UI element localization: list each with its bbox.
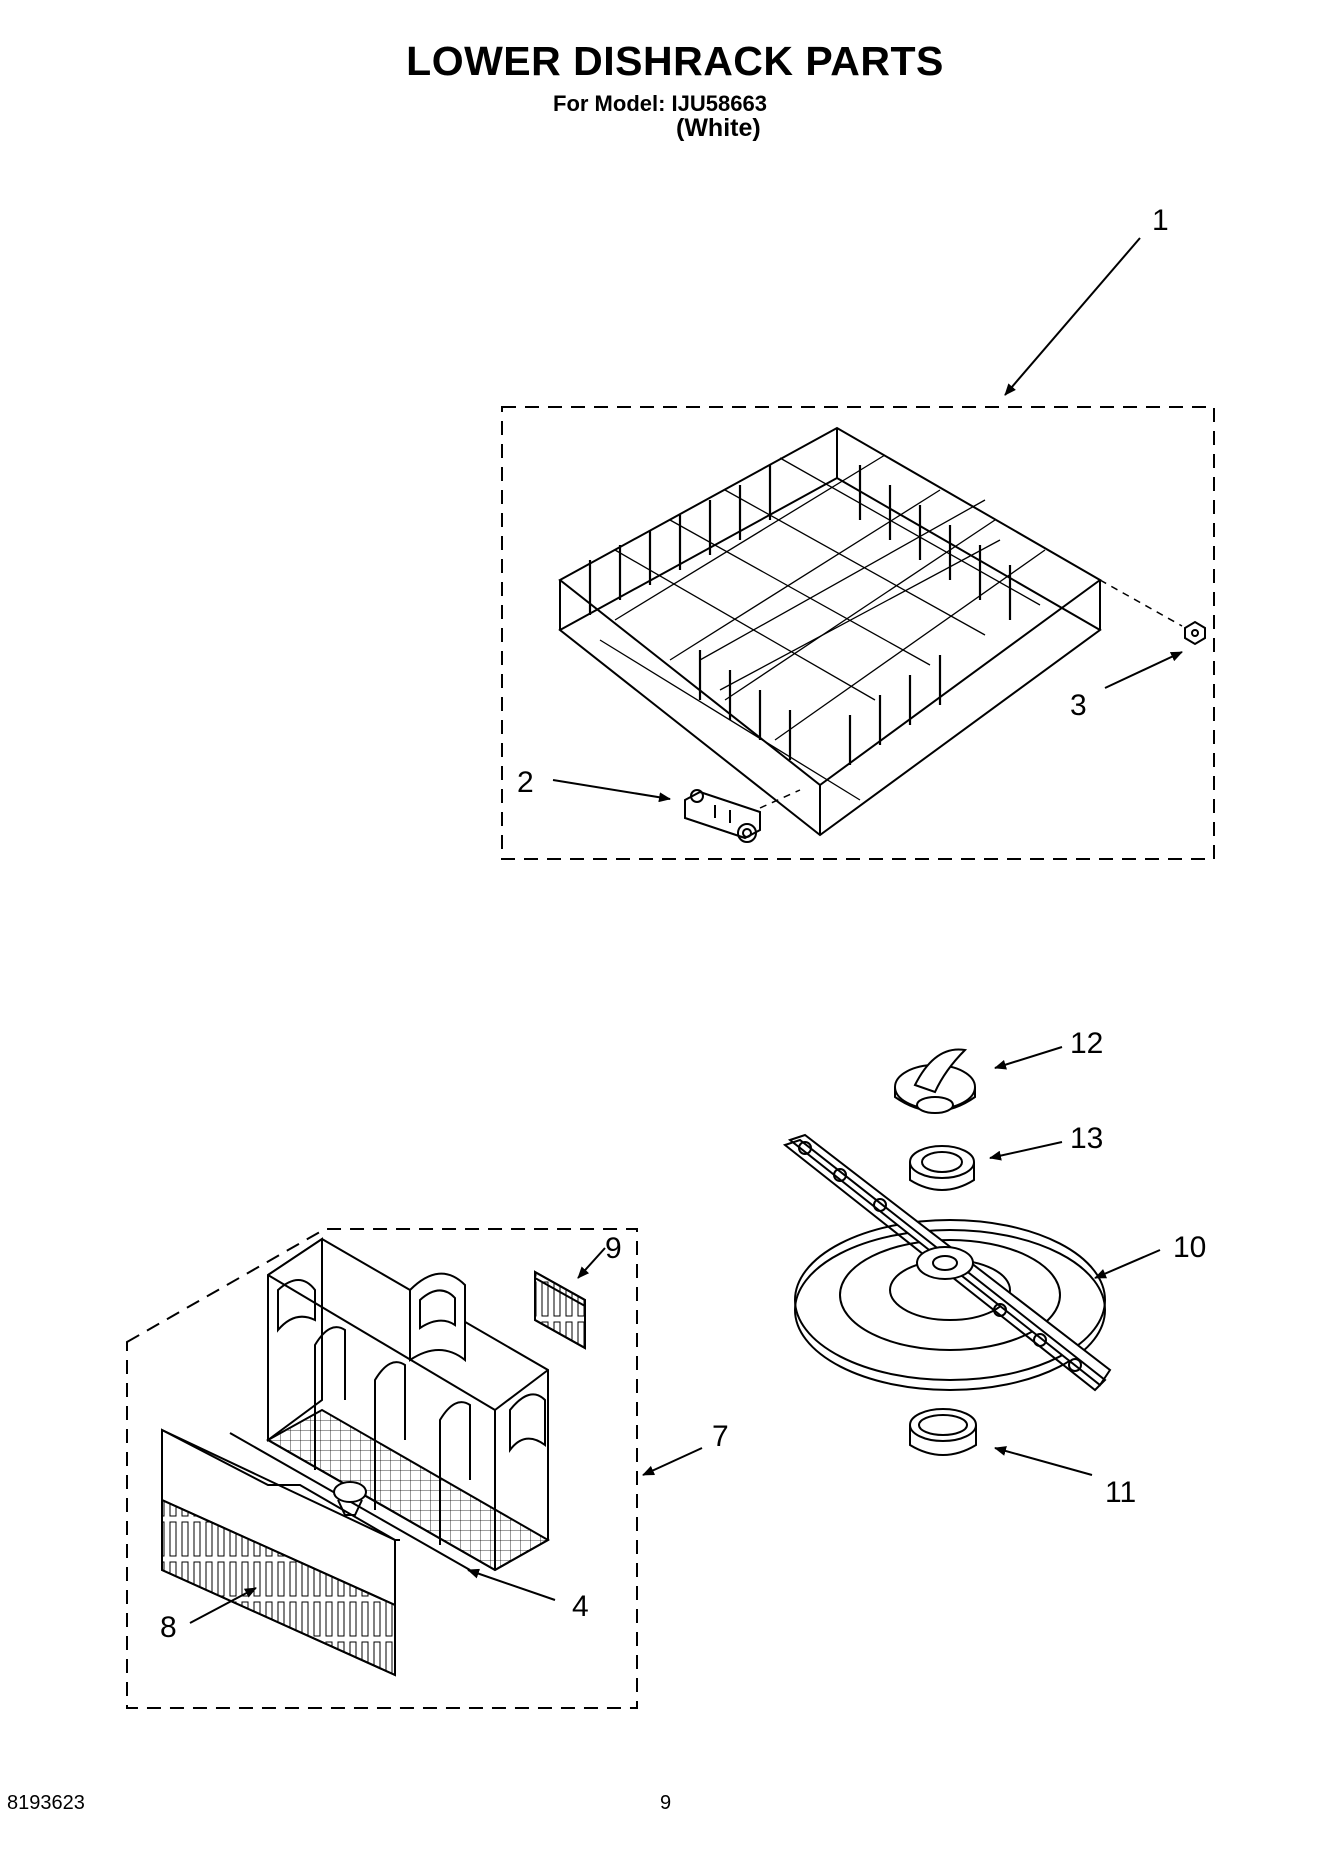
spray-arm [782, 1133, 1112, 1392]
rack-tines [588, 465, 1012, 765]
callout-12: 12 [1070, 1027, 1103, 1060]
page-number: 9 [660, 1792, 672, 1814]
leader-lines [189, 237, 1183, 1624]
callout-2: 2 [517, 766, 534, 799]
spray-ring [909, 1408, 977, 1456]
callout-8: 8 [160, 1611, 177, 1644]
rack-roller [684, 789, 761, 843]
callout-numbers: 1 2 3 12 13 10 11 7 4 8 9 [160, 204, 1206, 1644]
callout-10: 10 [1173, 1231, 1206, 1264]
rack-stop-clip [1184, 620, 1206, 646]
silverware-basket [265, 1237, 551, 1572]
dishrack-dashed-box [501, 406, 1215, 860]
callout-7: 7 [712, 1420, 729, 1453]
callout-13: 13 [1070, 1122, 1103, 1155]
spray-base [794, 1219, 1106, 1391]
basket-dashed-outline [126, 1228, 638, 1709]
spray-washer [909, 1145, 975, 1191]
rack-grid [599, 454, 1046, 801]
color-label: (White) [676, 114, 761, 142]
basket-cover [161, 1428, 400, 1677]
callout-1: 1 [1152, 204, 1169, 237]
callout-3: 3 [1070, 689, 1087, 722]
callout-9: 9 [605, 1232, 622, 1265]
basket-group [126, 1228, 638, 1709]
dishrack-group [501, 406, 1215, 860]
spray-cap [894, 1048, 976, 1114]
spray-arm-group [782, 1048, 1112, 1456]
basket-hinge [229, 1432, 471, 1571]
callout-4: 4 [572, 1590, 589, 1623]
callout-11: 11 [1105, 1476, 1136, 1509]
page-title: LOWER DISHRACK PARTS [406, 38, 944, 84]
basket-lid [534, 1270, 586, 1350]
model-label: For Model: IJU58663 [553, 91, 767, 116]
doc-number: 8193623 [7, 1792, 85, 1814]
